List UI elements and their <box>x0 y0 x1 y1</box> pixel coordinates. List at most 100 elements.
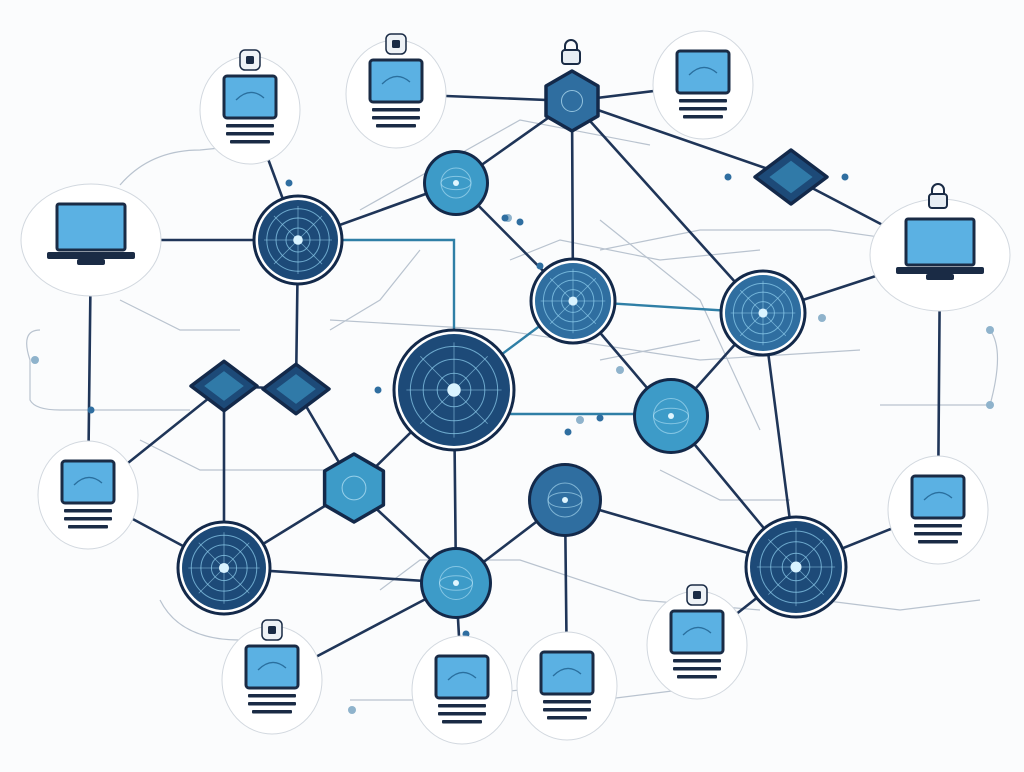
diamond-switch-icon <box>189 359 259 413</box>
hexagon-body <box>544 69 600 133</box>
diamond-switch-icon <box>753 148 829 206</box>
monitor-screen-glyph <box>381 75 411 85</box>
monitor-text-line <box>543 700 591 704</box>
monitor-screen <box>675 49 731 95</box>
padlock-shackle <box>931 183 945 196</box>
diamond-inner <box>769 160 813 194</box>
hub-spoke <box>572 277 597 302</box>
monitor-text-line <box>673 659 721 663</box>
background-wire <box>359 119 651 211</box>
background-wire <box>599 339 701 361</box>
monitor-text-line <box>683 115 723 119</box>
background-wire <box>599 229 901 251</box>
monitor-text-line <box>64 517 112 521</box>
link-connector-dot <box>516 218 524 226</box>
monitor-text-line <box>547 716 587 720</box>
monitor-text-line <box>372 108 420 112</box>
link-connector-dot <box>564 428 572 436</box>
padlock-body <box>928 193 948 209</box>
monitor-icon <box>37 440 139 550</box>
background-wire <box>599 219 761 431</box>
hub-spoke <box>297 239 323 265</box>
background-dot <box>31 356 39 364</box>
laptop-base <box>47 252 135 259</box>
node-globe-band <box>547 492 583 508</box>
node-globe-band <box>653 407 689 425</box>
node-core <box>453 180 459 186</box>
hub-spoke <box>739 289 764 314</box>
monitor-text-line <box>230 140 270 144</box>
monitor-text-line <box>226 124 274 128</box>
laptop-icon <box>20 183 162 297</box>
link-connector-dot <box>841 173 849 181</box>
monitor-lock-tag-mark <box>246 56 254 64</box>
background-dot <box>986 326 994 334</box>
background-wire <box>350 689 681 701</box>
monitor-text-line <box>68 525 108 529</box>
hexagon-router-icon <box>322 452 386 524</box>
link-connector-dot <box>724 173 732 181</box>
monitor-icon <box>345 33 447 149</box>
hub-spoke <box>795 566 824 595</box>
background-dot <box>348 706 356 714</box>
monitor-text-line <box>248 702 296 706</box>
monitor-screen-glyph <box>688 66 718 76</box>
monitor-text-line <box>673 667 721 671</box>
hub-core <box>218 562 230 574</box>
monitor-screen-glyph <box>552 667 582 677</box>
hub-spoke <box>549 300 574 325</box>
hexagon-body <box>322 452 386 524</box>
hub-spoke <box>739 312 764 337</box>
hub-core <box>758 308 768 318</box>
monitor-icon <box>887 455 989 565</box>
monitor-text-line <box>226 132 274 136</box>
monitor-text-line <box>679 107 727 111</box>
laptop-icon <box>869 198 1011 312</box>
node-core <box>453 580 459 586</box>
hub-spoke <box>198 542 225 569</box>
node-core <box>668 413 674 419</box>
padlock-icon <box>561 39 581 65</box>
laptop-base <box>896 267 984 274</box>
hub-spoke <box>768 539 797 568</box>
link-hex-top-to-hub-right <box>570 99 765 315</box>
monitor-screen-glyph <box>447 671 477 681</box>
monitor-text-line <box>64 509 112 513</box>
hub-spoke <box>223 542 250 569</box>
background-wire <box>26 329 190 411</box>
target-hub-icon <box>744 515 848 619</box>
monitor-text-line <box>918 540 958 544</box>
background-wire <box>819 599 981 611</box>
globe-node-icon <box>423 150 489 216</box>
laptop-screen <box>55 202 127 252</box>
monitor-icon <box>199 49 301 165</box>
hub-spoke <box>420 356 455 391</box>
monitor-screen <box>669 609 725 655</box>
target-hub-icon <box>392 328 516 452</box>
monitor-screen <box>539 650 595 696</box>
target-hub-icon <box>529 257 617 345</box>
monitor-screen <box>244 644 300 690</box>
target-hub-icon <box>252 194 344 286</box>
monitor-text-line <box>372 116 420 120</box>
hub-spoke <box>768 566 797 595</box>
laptop-stand <box>77 259 105 265</box>
node-globe-band <box>440 175 472 191</box>
hub-spoke <box>297 215 323 241</box>
monitor-lock-tag-mark <box>392 40 400 48</box>
background-wire <box>329 319 861 361</box>
diamond-switch-icon <box>261 362 331 416</box>
monitor-icon <box>516 631 618 741</box>
padlock-body <box>561 49 581 65</box>
diamond-inner <box>204 371 244 401</box>
monitor-text-line <box>248 694 296 698</box>
monitor-text-line <box>679 99 727 103</box>
monitor-screen-glyph <box>682 626 712 636</box>
link-hub-center-to-hub-upper-left <box>296 238 456 336</box>
background-wire <box>119 144 251 186</box>
monitor-screen <box>368 58 424 104</box>
monitor-text-line <box>252 710 292 714</box>
monitor-text-line <box>543 708 591 712</box>
hub-spoke <box>453 356 488 391</box>
